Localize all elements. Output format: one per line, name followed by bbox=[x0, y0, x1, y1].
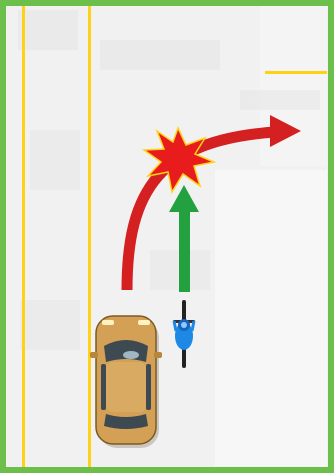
yellow-line-left bbox=[22, 6, 25, 467]
yellow-stop-line bbox=[265, 71, 327, 74]
side-road-surface bbox=[215, 170, 327, 466]
car-icon bbox=[90, 316, 162, 448]
yellow-line-center bbox=[88, 6, 91, 467]
